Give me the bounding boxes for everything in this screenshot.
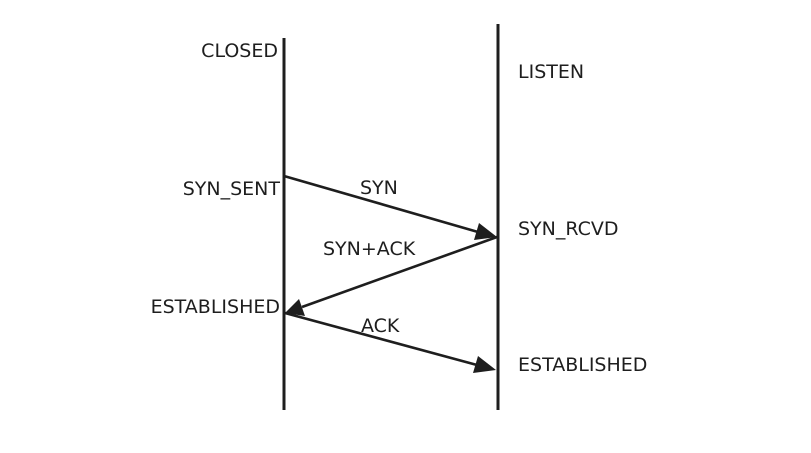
syn-arrowhead <box>474 223 497 240</box>
ack-arrow-line <box>284 311 478 367</box>
message-label-ack: ACK <box>361 315 400 337</box>
message-label-syn: SYN <box>360 177 398 199</box>
server-state-established: ESTABLISHED <box>518 354 647 376</box>
client-state-syn-sent: SYN_SENT <box>183 178 281 200</box>
message-label-syn-ack: SYN+ACK <box>323 238 416 260</box>
ack-arrowhead <box>473 356 496 373</box>
server-state-listen: LISTEN <box>518 61 584 83</box>
syn-arrow-line <box>283 174 479 234</box>
syn-ack-arrowhead <box>285 299 305 316</box>
server-state-syn-rcvd: SYN_RCVD <box>518 218 619 240</box>
syn-ack-arrow-line <box>301 235 498 309</box>
client-state-closed: CLOSED <box>201 40 278 62</box>
client-state-established: ESTABLISHED <box>151 296 280 318</box>
